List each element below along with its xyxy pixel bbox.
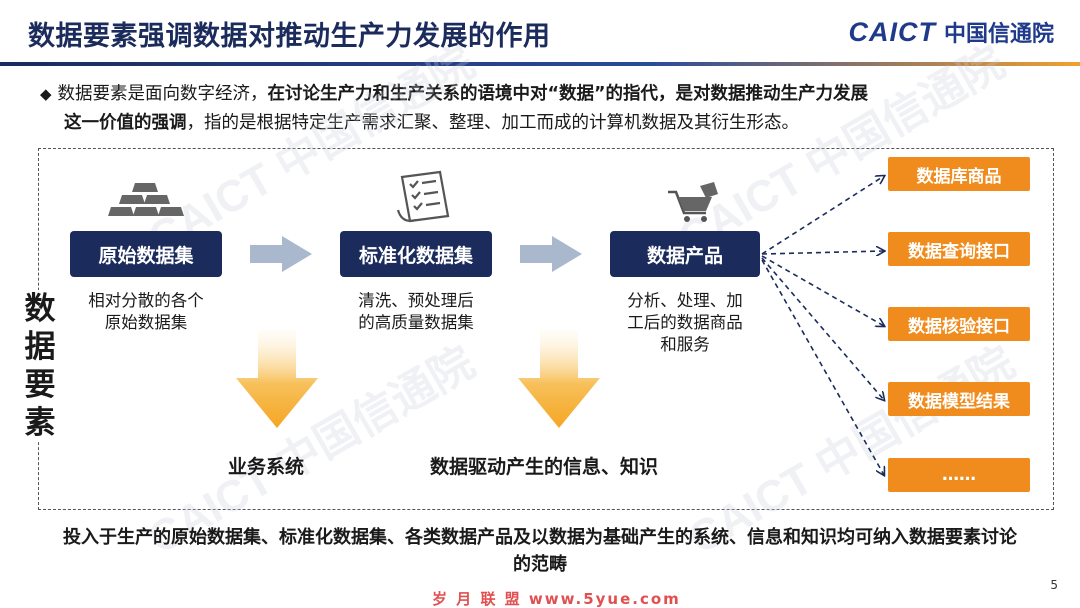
side-label-char: 数 — [24, 291, 56, 327]
page-title: 数据要素强调数据对推动生产力发展的作用 — [28, 21, 551, 52]
gold-bars-icon — [108, 183, 184, 216]
caict-logo: CAICT 中国信通院 — [848, 16, 1054, 48]
flow-arrow-right — [250, 236, 312, 272]
fanout-arrow — [761, 255, 884, 326]
intro-text-4: ，指的是根据特定生产需求汇聚、整理、加工而成的计算机数据及其衍生形态。 — [186, 113, 800, 133]
side-label-char: 素 — [24, 405, 56, 441]
output-query-api: 数据查询接口 — [888, 232, 1030, 266]
down-arrow — [236, 330, 318, 428]
label-data-driven-knowledge: 数据驱动产生的信息、知识 — [430, 456, 659, 478]
watermark-text: CAICT 中国信通院 — [141, 38, 483, 264]
node-standardized-datasets: 标准化数据集 — [340, 231, 492, 277]
output-verification-api: 数据核验接口 — [888, 307, 1030, 341]
checklist-document-icon — [396, 170, 450, 223]
intro-text-2: 在讨论生产力和生产关系的语境中对“数据”的指代，是对数据推动生产力发展 — [267, 84, 869, 104]
intro-paragraph: ◆ 数据要素是面向数字经济，在讨论生产力和生产关系的语境中对“数据”的指代，是对数… — [40, 80, 1040, 138]
side-label-data-elements: 数 据 要 素 — [20, 290, 60, 442]
fanout-arrow — [761, 176, 884, 255]
header-rule — [0, 62, 1080, 66]
side-label-char: 据 — [24, 329, 56, 365]
node-data-products: 数据产品 — [610, 231, 760, 277]
down-arrow — [518, 330, 600, 428]
output-more: …… — [888, 458, 1030, 492]
watermark-text: CAICT 中国信通院 — [671, 38, 1013, 264]
bullet-icon: ◆ — [40, 85, 52, 103]
label-business-systems: 业务系统 — [228, 456, 305, 478]
conclusion-text: 投入于生产的原始数据集、标准化数据集、各类数据产品及以数据为基础产生的系统、信息… — [63, 527, 1017, 575]
page-number: 5 — [1050, 578, 1058, 592]
intro-text-3: 这一价值的强调 — [64, 113, 187, 133]
fanout-arrow — [761, 251, 884, 254]
node-desc-products: 分析、处理、加工后的数据商品和服务 — [627, 291, 743, 354]
logo-text-cn: 中国信通院 — [943, 22, 1054, 47]
intro-text-1: 数据要素是面向数字经济， — [57, 84, 268, 104]
footer-watermark: 岁 月 联 盟 www.5yue.com — [432, 590, 681, 608]
node-desc-raw: 相对分散的各个原始数据集 — [88, 291, 204, 332]
fanout-arrow — [761, 257, 884, 400]
node-raw-datasets: 原始数据集 — [70, 231, 222, 277]
side-label-char: 要 — [24, 367, 56, 403]
shopping-cart-icon — [668, 182, 718, 222]
node-desc-standardized: 清洗、预处理后的高质量数据集 — [358, 291, 474, 332]
flow-arrow-right — [520, 236, 582, 272]
logo-text-en: CAICT — [848, 16, 936, 47]
output-database-goods: 数据库商品 — [888, 157, 1030, 191]
output-model-results: 数据模型结果 — [888, 382, 1030, 416]
